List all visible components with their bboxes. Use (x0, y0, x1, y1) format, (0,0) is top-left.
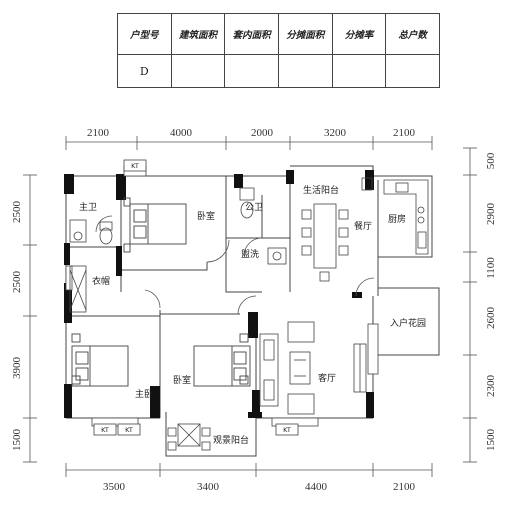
unit-spec-table: 户型号 建筑面积 套内面积 分摊面积 分摊率 总户数 D (117, 13, 440, 88)
header-unit-type: 户型号 (117, 13, 172, 55)
right-dim-4: 2600 (485, 307, 497, 330)
room-label-entry-garden: 入户花园 (390, 317, 426, 329)
room-label-kitchen: 厨房 (388, 213, 406, 225)
right-dimension-chain (463, 147, 477, 463)
spec-value-row: D (117, 54, 440, 88)
bottom-dim-1: 3500 (103, 481, 126, 493)
room-label-utility-balcony: 生活阳台 (303, 184, 339, 196)
room-label-public-bath: 公卫 (245, 202, 263, 213)
windows (65, 165, 379, 427)
top-dim-2: 4000 (170, 127, 193, 139)
top-dimension-chain (65, 136, 433, 150)
right-dim-3: 1100 (485, 257, 497, 279)
kt-label-bottom-left-2: KT (125, 426, 133, 434)
balcony-table-set (167, 423, 211, 451)
top-dim-5: 2100 (393, 127, 416, 139)
room-label-dining: 餐厅 (354, 220, 372, 232)
thick-walls (64, 170, 374, 418)
room-label-living: 客厅 (318, 372, 336, 384)
left-dim-2: 2500 (11, 271, 23, 294)
right-dim-5: 2300 (485, 375, 497, 398)
bottom-dim-4: 2100 (393, 481, 416, 493)
right-dim-1: 500 (485, 152, 497, 169)
spec-header-row: 户型号 建筑面积 套内面积 分摊面积 分摊率 总户数 (117, 13, 440, 55)
right-dim-2: 2900 (485, 203, 497, 226)
bed-bedroom2 (193, 333, 251, 387)
room-label-view-balcony: 观景阳台 (213, 434, 249, 446)
value-unit-type: D (117, 54, 172, 88)
left-dim-1: 2500 (11, 201, 23, 224)
room-label-closet: 衣帽 (92, 275, 110, 287)
room-label-bedroom2: 卧室 (173, 374, 191, 386)
bed-master (71, 333, 129, 387)
bottom-dim-3: 4400 (305, 481, 328, 493)
top-dim-1: 2100 (87, 127, 110, 139)
kt-tag-bottom-right: KT (275, 423, 299, 436)
value-shared-rate (331, 54, 387, 88)
dining-table-set (301, 203, 349, 282)
bed-bedroom1 (123, 197, 187, 253)
header-total-units: 总户数 (385, 13, 440, 55)
kt-label-bottom-left-1: KT (101, 426, 109, 434)
kitchen-counter (383, 179, 429, 255)
value-shared-area (277, 54, 333, 88)
room-label-master-bath: 主卫 (79, 201, 97, 213)
bath-fixtures-public (239, 187, 287, 265)
header-shared-rate: 分摊率 (331, 13, 387, 55)
right-dim-6: 1500 (485, 429, 497, 452)
stair-hatch (353, 343, 367, 393)
door-swings (95, 215, 375, 315)
kt-label-top: KT (131, 162, 139, 170)
bath-fixtures-master (69, 219, 113, 245)
left-dim-3: 3900 (11, 357, 23, 380)
wardrobe-closet (69, 265, 87, 313)
left-dimension-chain (23, 174, 37, 463)
utility-balcony-fixtures (361, 177, 373, 191)
bottom-dim-2: 3400 (197, 481, 220, 493)
left-dim-4: 1500 (11, 429, 23, 452)
top-dim-4: 3200 (324, 127, 347, 139)
living-sofa-set (259, 321, 315, 415)
kt-label-bottom-right: KT (283, 426, 291, 434)
value-floor-area (170, 54, 226, 88)
bottom-dimension-chain (65, 463, 433, 477)
room-label-bedroom1: 卧室 (197, 210, 215, 222)
room-label-master-bedroom: 主卧 (135, 388, 153, 400)
kt-tag-bottom-left: KT KT (93, 423, 141, 436)
value-total-units (385, 54, 440, 88)
kt-tag-top: KT (123, 159, 147, 172)
top-dim-3: 2000 (251, 127, 274, 139)
value-inner-area (224, 54, 279, 88)
room-label-wash: 盥洗 (241, 248, 259, 260)
